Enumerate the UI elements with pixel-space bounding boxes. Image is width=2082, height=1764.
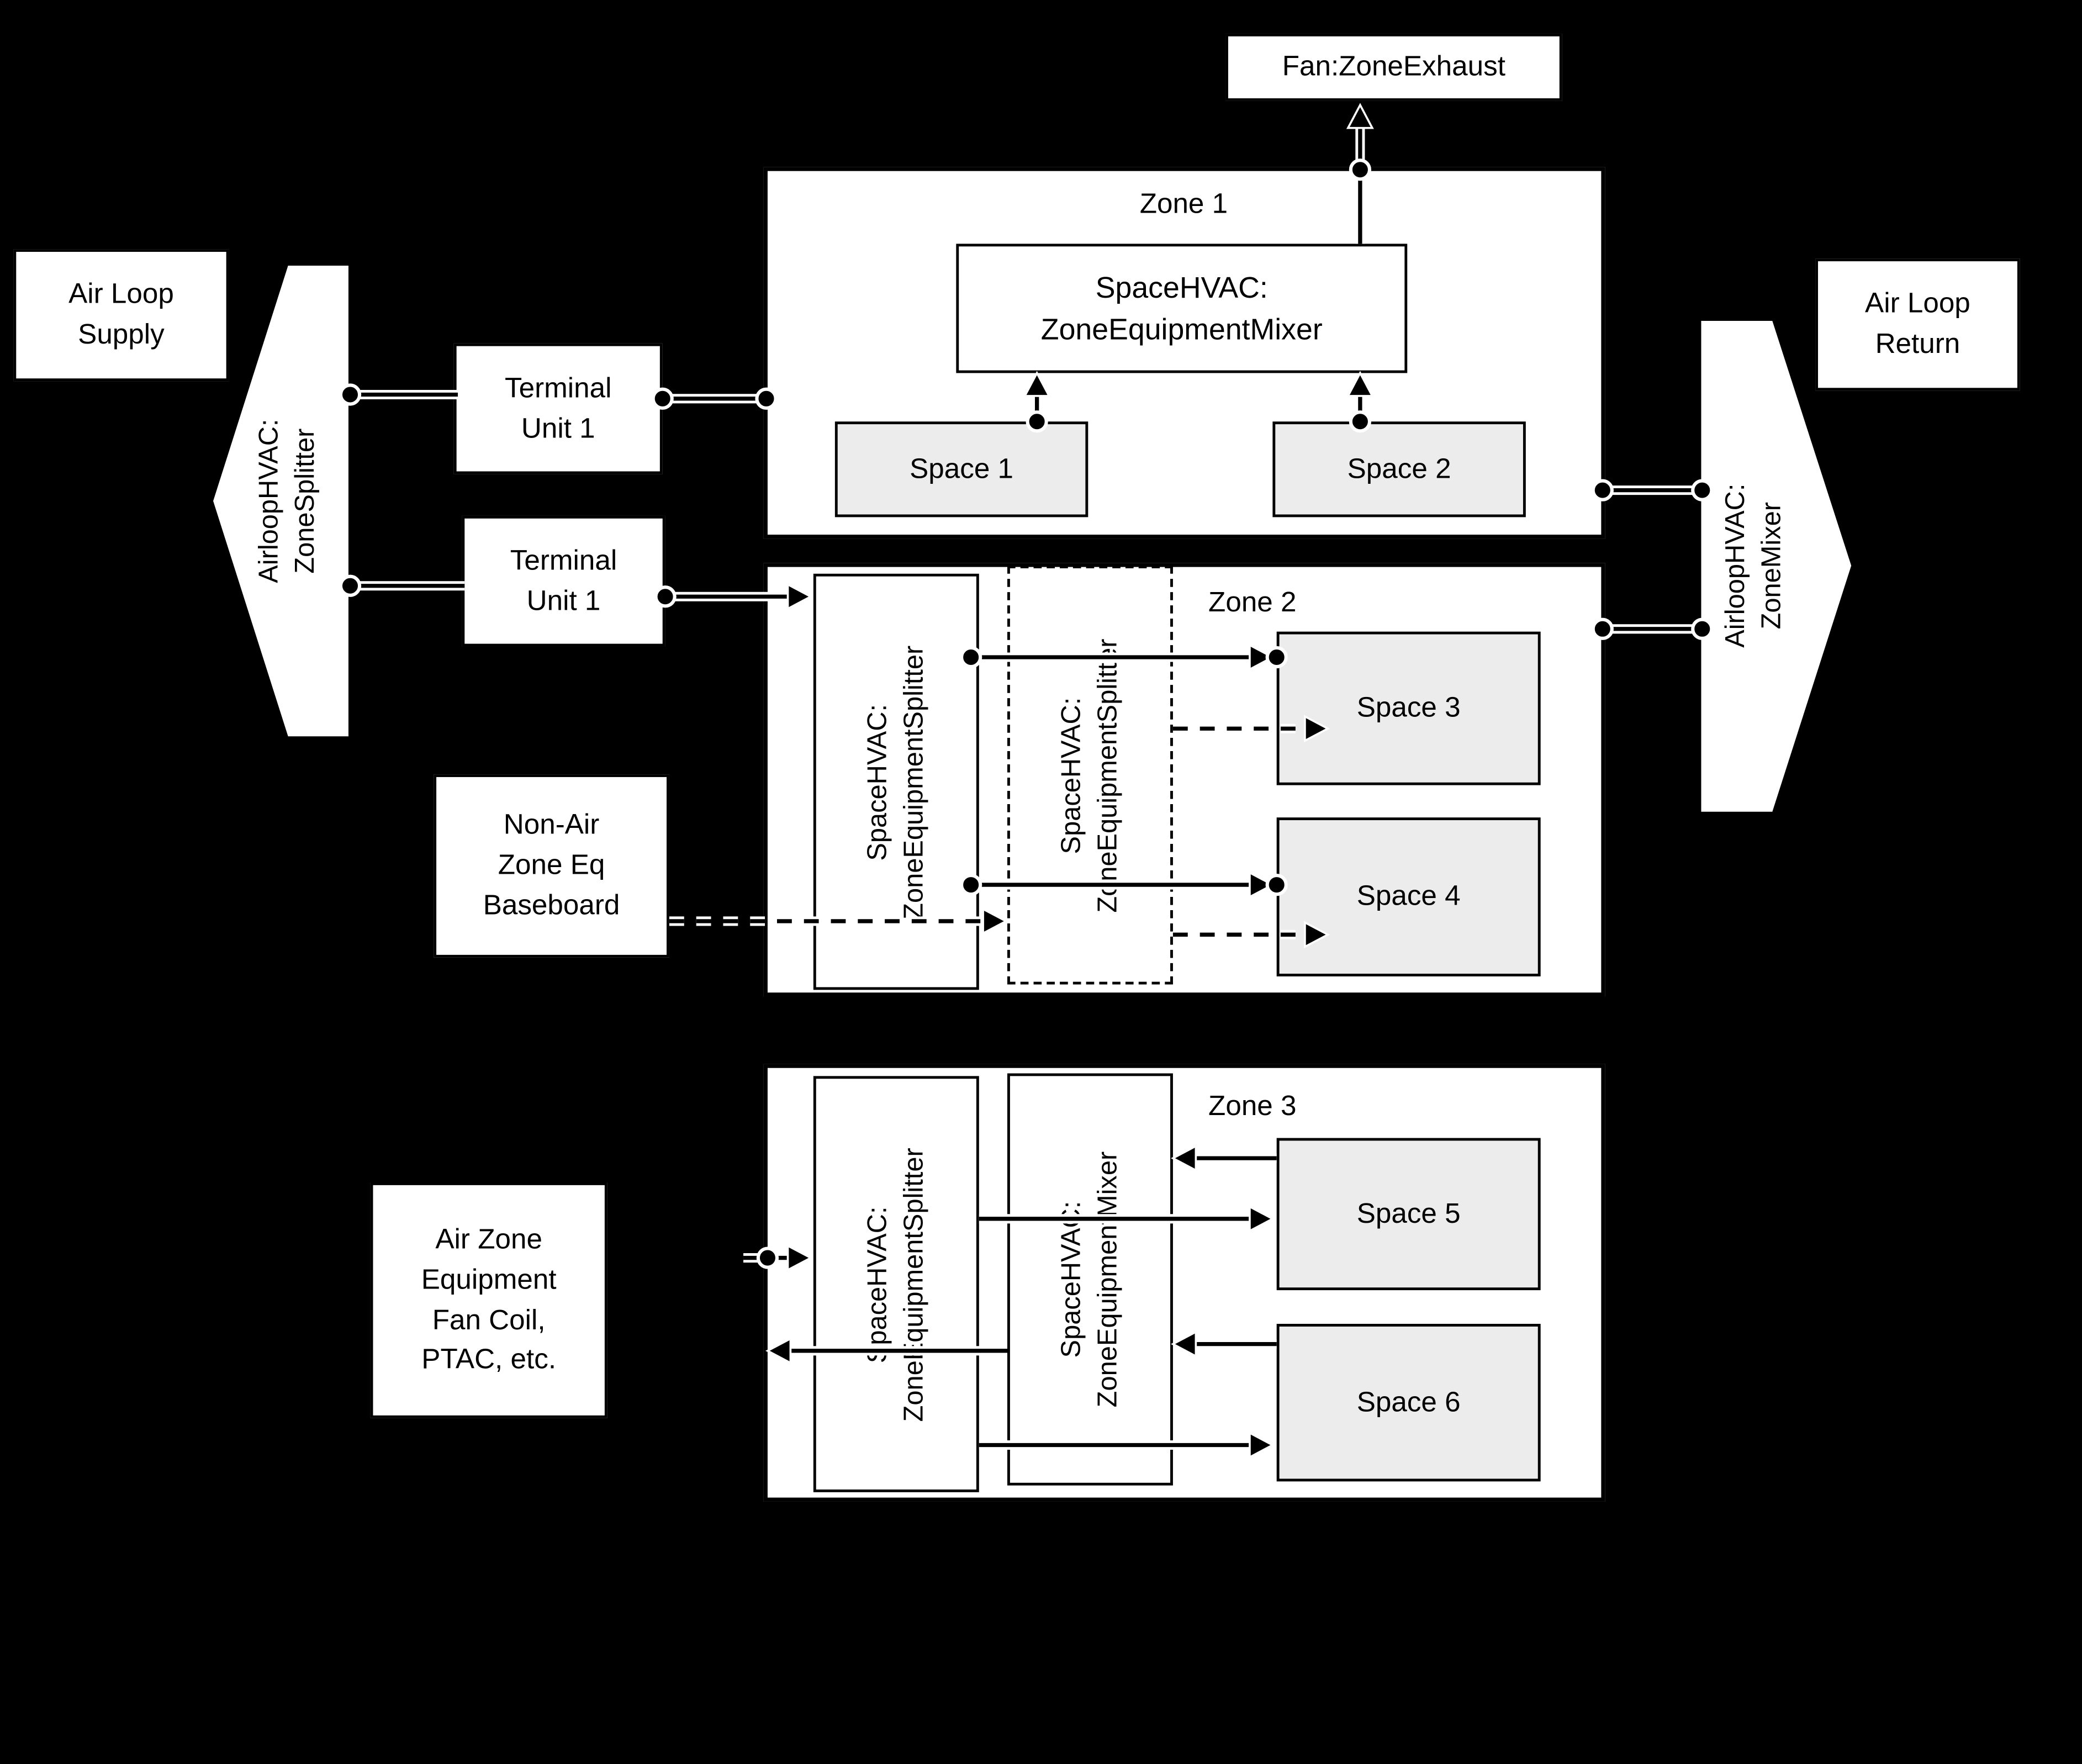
zone2-equipment-splitter-label: SpaceHVAC: ZoneEquipmentSplitter [862, 645, 929, 919]
zone2-title: Zone 2 [1208, 587, 1297, 619]
zone3-equipment-splitter-label: SpaceHVAC: ZoneEquipmentSplitter [862, 1147, 929, 1422]
zone3-equipment-mixer-label: SpaceHVAC: ZoneEquipmentMixer [1056, 1151, 1123, 1408]
zone1-title: Zone 1 [1139, 188, 1228, 220]
space5-box: Space 5 [1276, 1138, 1541, 1291]
non-air-zone-eq-box: Non-Air Zone Eq Baseboard [434, 774, 669, 958]
space3-box: Space 3 [1276, 631, 1541, 785]
zone2-equipment-splitter-dashed-box: SpaceHVAC: ZoneEquipmentSplitter [1007, 566, 1173, 985]
air-loop-supply-box: Air Loop Supply [13, 249, 229, 382]
connector-zone2-to-zone-mixer [1591, 617, 1714, 640]
air-zone-equipment-box: Air Zone Equipment Fan Coil, PTAC, etc. [370, 1182, 607, 1418]
zone3-equipment-splitter-box: SpaceHVAC: ZoneEquipmentSplitter [813, 1076, 979, 1492]
connector-zone-splitter-to-terminal-unit-2 [339, 574, 465, 597]
zone2-equipment-splitter-box: SpaceHVAC: ZoneEquipmentSplitter [813, 573, 979, 990]
zone3-title: Zone 3 [1208, 1091, 1297, 1122]
airloop-zone-splitter-label: AirloopHVAC: ZoneSplitter [254, 419, 321, 583]
zone2-equipment-splitter-dashed-label: SpaceHVAC: ZoneEquipmentSplitter [1056, 638, 1123, 912]
terminal-unit-2-box: Terminal Unit 1 [462, 515, 665, 647]
air-loop-supply-line2: Supply [78, 319, 165, 351]
airloop-zone-mixer-label: AirloopHVAC: ZoneMixer [1721, 483, 1787, 648]
air-loop-supply-line1: Air Loop [68, 279, 174, 310]
space1-box: Space 1 [834, 421, 1088, 517]
space6-box: Space 6 [1276, 1324, 1541, 1482]
fan-zone-exhaust-box: Fan:ZoneExhaust [1225, 33, 1562, 101]
zone1-equipment-mixer-box: SpaceHVAC: ZoneEquipmentMixer [956, 244, 1408, 373]
air-loop-return-box: Air Loop Return [1815, 258, 2020, 391]
connector-terminal-unit-1-to-zone1 [651, 387, 778, 410]
fan-zone-exhaust-label: Fan:ZoneExhaust [1282, 51, 1505, 82]
terminal-unit-1-box: Terminal Unit 1 [453, 343, 663, 474]
zone3-equipment-mixer-box: SpaceHVAC: ZoneEquipmentMixer [1007, 1073, 1173, 1486]
space2-box: Space 2 [1272, 421, 1526, 517]
space4-box: Space 4 [1276, 817, 1541, 976]
connector-zone-splitter-to-terminal-unit-1 [339, 383, 458, 406]
connector-zone1-to-zone-mixer [1591, 479, 1714, 501]
